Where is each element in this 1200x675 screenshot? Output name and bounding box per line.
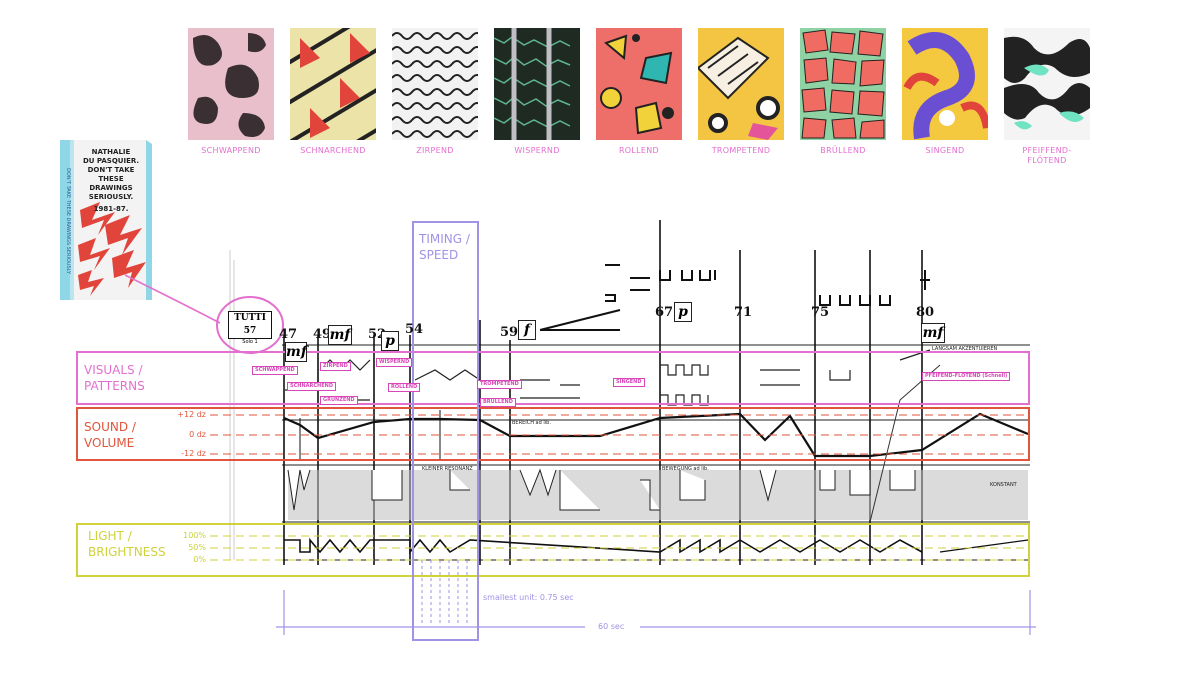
- score-text: BEREICH ad lib.: [512, 420, 551, 426]
- dynamic-marking: p: [674, 302, 692, 322]
- pattern-tag: ROLLEND: [388, 383, 421, 392]
- pattern-tag: PFEIFEND-FLÖTEND (Schnell): [922, 372, 1011, 381]
- bar-number: 67: [655, 305, 674, 320]
- pattern-swatch-rollend: [596, 28, 682, 140]
- timing-box: [412, 221, 479, 641]
- brightness-gridlines: [210, 535, 1028, 561]
- light-row-box: [76, 523, 1030, 577]
- pattern-swatch-bruellend: [800, 28, 886, 140]
- volume-gridlines: [210, 414, 1028, 455]
- score-text: KONSTANT: [990, 482, 1017, 488]
- pattern-label: SCHWAPPEND: [201, 146, 261, 155]
- pattern-label: SCHNARCHEND: [300, 146, 366, 155]
- pattern-label: ZIRPEND: [416, 146, 454, 155]
- pattern-label: SINGEND: [925, 146, 965, 155]
- visuals-row-box: [76, 351, 1030, 405]
- volume-scale-label: 0 dz: [189, 430, 206, 439]
- pattern-swatch-singend: [902, 28, 988, 140]
- tutti-circle: [216, 296, 284, 354]
- pattern-label: PFEIFFEND- FLÖTEND: [1022, 146, 1072, 165]
- pattern-swatch-pfeiffend-floetend: [1004, 28, 1090, 140]
- brightness-curve: [284, 537, 923, 555]
- smallest-unit-label: smallest unit: 0.75 sec: [483, 593, 574, 602]
- duration-label: 60 sec: [598, 622, 625, 631]
- dynamic-marking: mf: [328, 325, 352, 345]
- bar-number: 49: [313, 327, 332, 342]
- pattern-tag: GRUNZEND: [320, 396, 358, 405]
- volume-curve: [283, 412, 1029, 458]
- volume-ticks: [299, 410, 481, 460]
- pattern-label: TROMPETEND: [711, 146, 771, 155]
- tutti-marking: TUTTI 57 Solo 1: [228, 311, 272, 345]
- pattern-swatch-schnarchend: [290, 28, 376, 140]
- brightness-ramp: [939, 539, 1029, 553]
- score-text: LANGSAM AKZENTUIEREN: [932, 346, 998, 352]
- upper-notation: [539, 264, 930, 331]
- pattern-tag: ZIRPEND: [320, 362, 351, 371]
- book-connector-line: [124, 274, 221, 324]
- visuals-notation: [285, 349, 931, 406]
- pattern-tag: BRÜLLEND: [480, 398, 516, 407]
- score-staff: [282, 344, 1030, 561]
- volume-scale-label: -12 dz: [181, 449, 206, 458]
- bar-number: 54: [405, 322, 424, 337]
- timing-label: TIMING / SPEED: [419, 232, 470, 262]
- bar-number: 71: [734, 305, 753, 320]
- pattern-tag: SCHWAPPEND: [252, 366, 298, 375]
- brightness-scale-label: 100%: [183, 531, 206, 540]
- book-cover: NATHALIE DU PASQUIER. DON'T TAKE THESE D…: [60, 140, 156, 300]
- book-title: NATHALIE DU PASQUIER. DON'T TAKE THESE D…: [82, 148, 140, 213]
- volume-scale-label: +12 dz: [177, 410, 206, 419]
- bar-number: 75: [811, 305, 830, 320]
- score-text: KLEINER RESONANZ: [422, 466, 473, 472]
- pattern-swatch-trompetend: [698, 28, 784, 140]
- pattern-tag: WISPERND: [376, 358, 413, 367]
- timing-subdivisions: [421, 560, 468, 625]
- bar-number: 80: [916, 305, 935, 320]
- pattern-swatch-wispernd: [494, 28, 580, 140]
- pattern-label: ROLLEND: [618, 146, 660, 155]
- duration-ruler: [276, 590, 1036, 635]
- score-text: BEWEGUNG ad lib.: [662, 466, 709, 472]
- bar-number: 47: [279, 327, 298, 342]
- dynamic-marking: p: [381, 331, 399, 351]
- bar-number: 59: [500, 325, 519, 340]
- dynamic-marking: f: [518, 320, 536, 340]
- brightness-scale-label: 50%: [188, 543, 206, 552]
- pattern-swatch-zirpend: [392, 28, 478, 140]
- light-row-label: LIGHT / BRIGHTNESS: [88, 529, 166, 559]
- pattern-tag: SINGEND: [613, 378, 645, 387]
- dynamic-marking: mf: [921, 323, 945, 343]
- sound-row-box: [76, 407, 1030, 461]
- pattern-label: WISPERND: [514, 146, 560, 155]
- visuals-row-label: VISUALS / PATTERNS: [84, 363, 145, 393]
- brightness-scale-label: 0%: [193, 555, 206, 564]
- pattern-swatch-schwappend: [188, 28, 274, 140]
- pattern-tag: TROMPETEND: [477, 380, 522, 389]
- pattern-label: BRÜLLEND: [820, 146, 866, 155]
- resonance-band: [287, 468, 1028, 520]
- sound-row-label: SOUND / VOLUME: [84, 420, 136, 450]
- dynamic-marking: mf: [285, 342, 307, 362]
- pattern-tag: SCHNARCHEND: [287, 382, 336, 391]
